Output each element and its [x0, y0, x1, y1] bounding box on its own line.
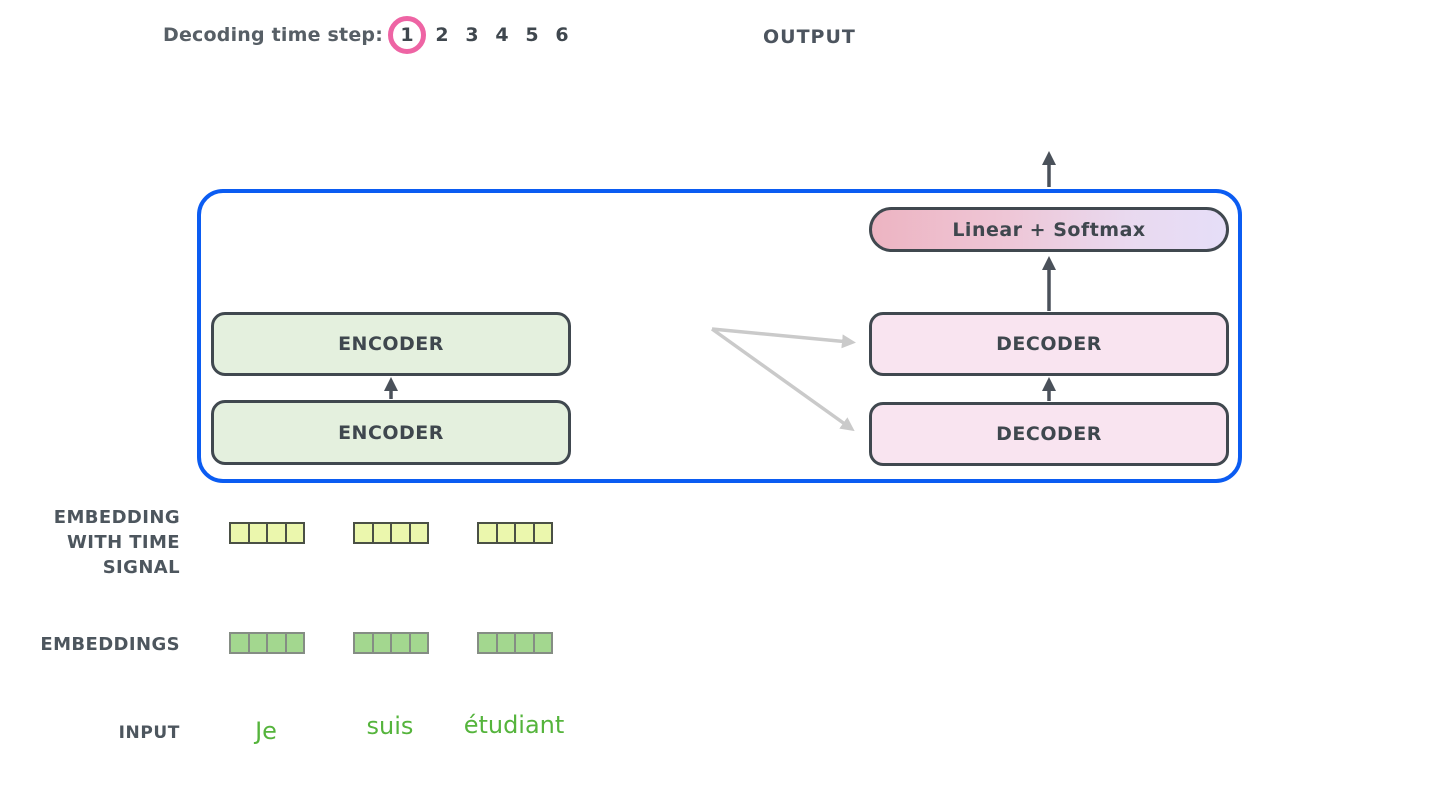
time-embedding-vector-2 — [353, 522, 429, 544]
embedding-cell — [355, 634, 374, 652]
embedding-cell — [497, 524, 516, 542]
embedding-cell — [231, 634, 250, 652]
embedding-cell — [392, 634, 411, 652]
embedding-cell — [534, 634, 551, 652]
embedding-cell — [479, 524, 498, 542]
input-word-suis: suis — [366, 712, 414, 740]
embedding-cell — [268, 634, 287, 652]
time-step-1-selected[interactable]: 1 — [388, 16, 426, 54]
input-word-etudiant: étudiant — [463, 711, 565, 739]
encoder-block-top: ENCODER — [211, 312, 571, 376]
time-step-6[interactable]: 6 — [555, 24, 569, 46]
word-embedding-vector-3 — [477, 632, 553, 654]
embedding-cell — [355, 524, 374, 542]
output-label: OUTPUT — [763, 26, 856, 48]
linear-softmax-block: Linear + Softmax — [869, 207, 1229, 252]
embedding-with-time-signal-line1: EMBEDDING — [53, 507, 180, 528]
time-embedding-vector-3 — [477, 522, 553, 544]
embedding-cell — [497, 634, 516, 652]
embedding-cell — [249, 524, 268, 542]
transformer-container-box — [197, 189, 1242, 483]
embedding-cell — [392, 524, 411, 542]
time-step-4[interactable]: 4 — [495, 24, 509, 46]
decoder-block-bottom: DECODER — [869, 402, 1229, 466]
embedding-cell — [410, 524, 427, 542]
embedding-with-time-signal-line3: SIGNAL — [102, 557, 180, 578]
time-embedding-vector-1 — [229, 522, 305, 544]
decoding-time-step-row: Decoding time step: 1 2 3 4 5 6 — [163, 13, 577, 57]
decoding-time-step-label: Decoding time step: — [163, 24, 383, 46]
word-embedding-vector-2 — [353, 632, 429, 654]
embedding-cell — [534, 524, 551, 542]
embedding-cell — [479, 634, 498, 652]
embedding-cell — [373, 634, 392, 652]
time-step-5[interactable]: 5 — [525, 24, 539, 46]
embedding-with-time-signal-line2: WITH TIME — [67, 532, 180, 553]
embedding-cell — [373, 524, 392, 542]
embedding-cell — [516, 634, 535, 652]
embedding-cell — [268, 524, 287, 542]
time-step-2[interactable]: 2 — [435, 24, 449, 46]
time-step-3[interactable]: 3 — [465, 24, 479, 46]
word-embedding-vector-1 — [229, 632, 305, 654]
embedding-cell — [286, 634, 303, 652]
input-label: INPUT — [118, 723, 180, 743]
input-word-je: Je — [255, 717, 277, 745]
embedding-cell — [231, 524, 250, 542]
embeddings-label: EMBEDDINGS — [40, 634, 180, 655]
embedding-cell — [516, 524, 535, 542]
time-step-list: 1 2 3 4 5 6 — [387, 16, 577, 54]
encoder-block-bottom: ENCODER — [211, 400, 571, 465]
embedding-cell — [286, 524, 303, 542]
embedding-cell — [410, 634, 427, 652]
embedding-cell — [249, 634, 268, 652]
decoder-block-top: DECODER — [869, 312, 1229, 376]
embedding-with-time-signal-label: EMBEDDING WITH TIME SIGNAL — [30, 505, 180, 580]
